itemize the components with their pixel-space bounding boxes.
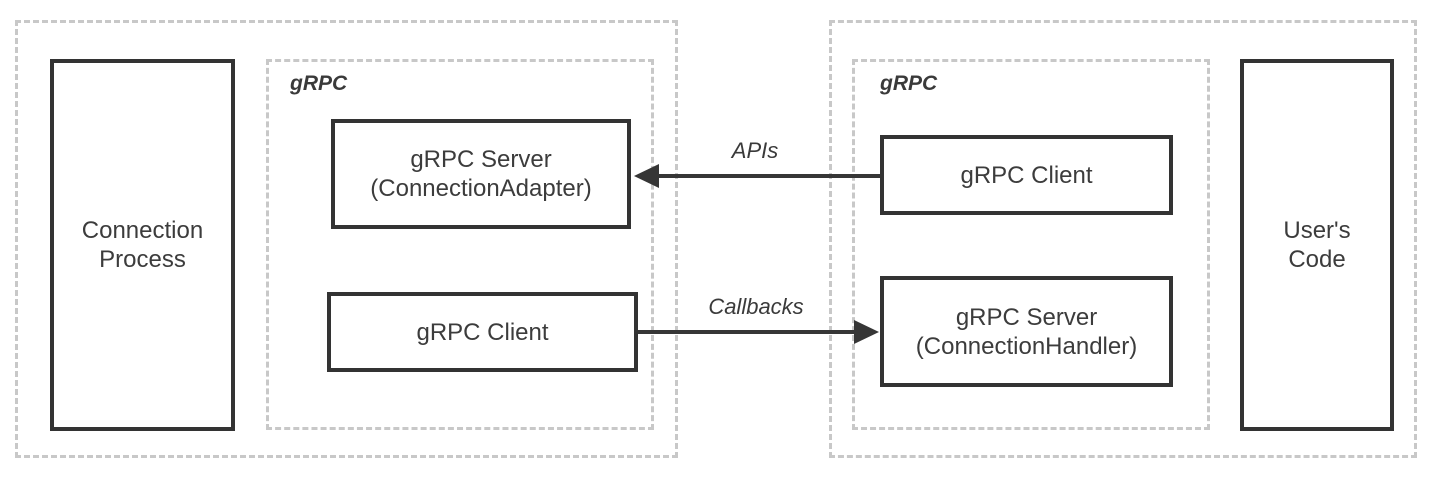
grpc-server-adapter-label-line2: (ConnectionAdapter): [370, 175, 592, 202]
right-grpc-container: [852, 59, 1210, 430]
grpc-server-handler-label-line1: gRPC Server: [955, 303, 1098, 331]
grpc-server-connection-handler-box: gRPC Server (ConnectionHandler): [880, 276, 1173, 387]
grpc-server-connection-adapter-box: gRPC Server (ConnectionAdapter): [331, 119, 631, 229]
apis-arrow-label: APIs: [731, 138, 779, 163]
apis-arrow-line: [656, 174, 880, 178]
users-code-label-line1: User's: [1283, 217, 1351, 244]
callbacks-arrow-label: Callbacks: [708, 294, 804, 319]
right-grpc-client-label: gRPC Client: [960, 161, 1093, 189]
connection-process-label-line2: Process: [99, 246, 186, 273]
left-grpc-client-label: gRPC Client: [416, 318, 549, 346]
users-code-label-line2: Code: [1288, 246, 1346, 273]
users-code-box: User's Code: [1240, 59, 1394, 431]
users-code-group-container: [829, 20, 1417, 458]
right-grpc-client-box: gRPC Client: [880, 135, 1173, 215]
left-grpc-container-label: gRPC: [290, 72, 348, 95]
left-grpc-container: [266, 59, 654, 430]
callbacks-arrow-head-icon: [854, 320, 879, 344]
connection-process-group-container: [15, 20, 678, 458]
connection-process-label-line1: Connection: [81, 217, 204, 244]
callbacks-arrow-line: [638, 330, 856, 334]
grpc-server-adapter-label-line1: gRPC Server: [410, 146, 552, 173]
left-grpc-client-box: gRPC Client: [327, 292, 638, 372]
grpc-server-handler-label-line2: (ConnectionHandler): [915, 332, 1138, 360]
right-grpc-container-label: gRPC: [880, 72, 938, 95]
apis-arrow-head-icon: [634, 164, 659, 188]
connection-process-box: Connection Process: [50, 59, 235, 431]
